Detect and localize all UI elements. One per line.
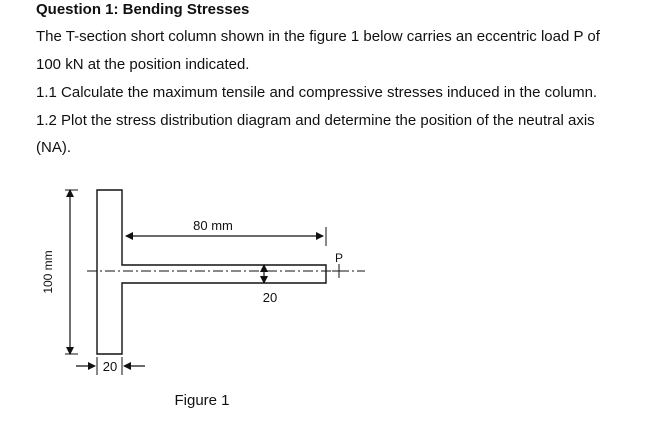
load-label: P — [335, 251, 343, 265]
web-thickness-label: 20 — [103, 359, 117, 374]
part-2-line-1: 1.2 Plot the stress distribution diagram… — [36, 112, 595, 129]
part-1-text: 1.1 Calculate the maximum tensile and co… — [36, 84, 598, 101]
flange-length-label: 80 mm — [193, 218, 233, 233]
t-section-outline — [96, 189, 327, 355]
height-label: 100 mm — [41, 250, 55, 293]
intro-line-2: 100 kN at the position indicated. — [36, 56, 250, 73]
flange-thickness-label: 20 — [263, 290, 277, 305]
part-2-line-2: (NA). — [36, 139, 71, 156]
intro-line-1: The T-section short column shown in the … — [36, 28, 600, 45]
question-title: Question 1: Bending Stresses — [36, 1, 250, 18]
figure-caption: Figure 1 — [174, 392, 229, 409]
